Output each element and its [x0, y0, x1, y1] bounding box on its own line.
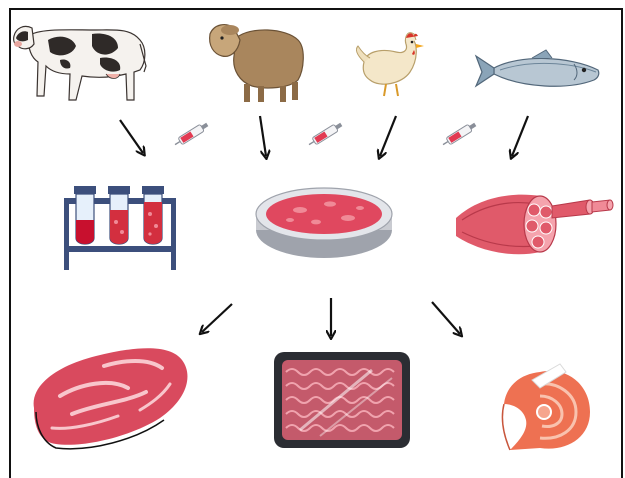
cow-icon: [14, 26, 146, 100]
steak-icon: [34, 348, 188, 449]
packaged-mince-icon: [274, 352, 410, 448]
fish-icon: [476, 50, 599, 86]
chicken-icon: [356, 33, 424, 96]
arrow-cow-to-tubes: [120, 120, 143, 153]
arrow-fish-to-muscle: [512, 116, 528, 156]
arrow-sheep-to-dish: [260, 116, 266, 156]
salmon-steak-icon: [502, 364, 590, 450]
arrow-dish-to-steak: [202, 304, 232, 332]
syringe-icon: [173, 121, 209, 148]
sheep-icon: [210, 25, 304, 102]
muscle-fibre-icon: [456, 195, 613, 255]
syringe-icon: [441, 121, 477, 148]
arrow-dish-to-salmon: [432, 302, 460, 334]
petri-dish-icon: [256, 188, 392, 258]
arrow-chicken-to-dish: [380, 116, 396, 156]
syringe-icon: [307, 121, 343, 148]
test-tubes-icon: [64, 186, 176, 270]
